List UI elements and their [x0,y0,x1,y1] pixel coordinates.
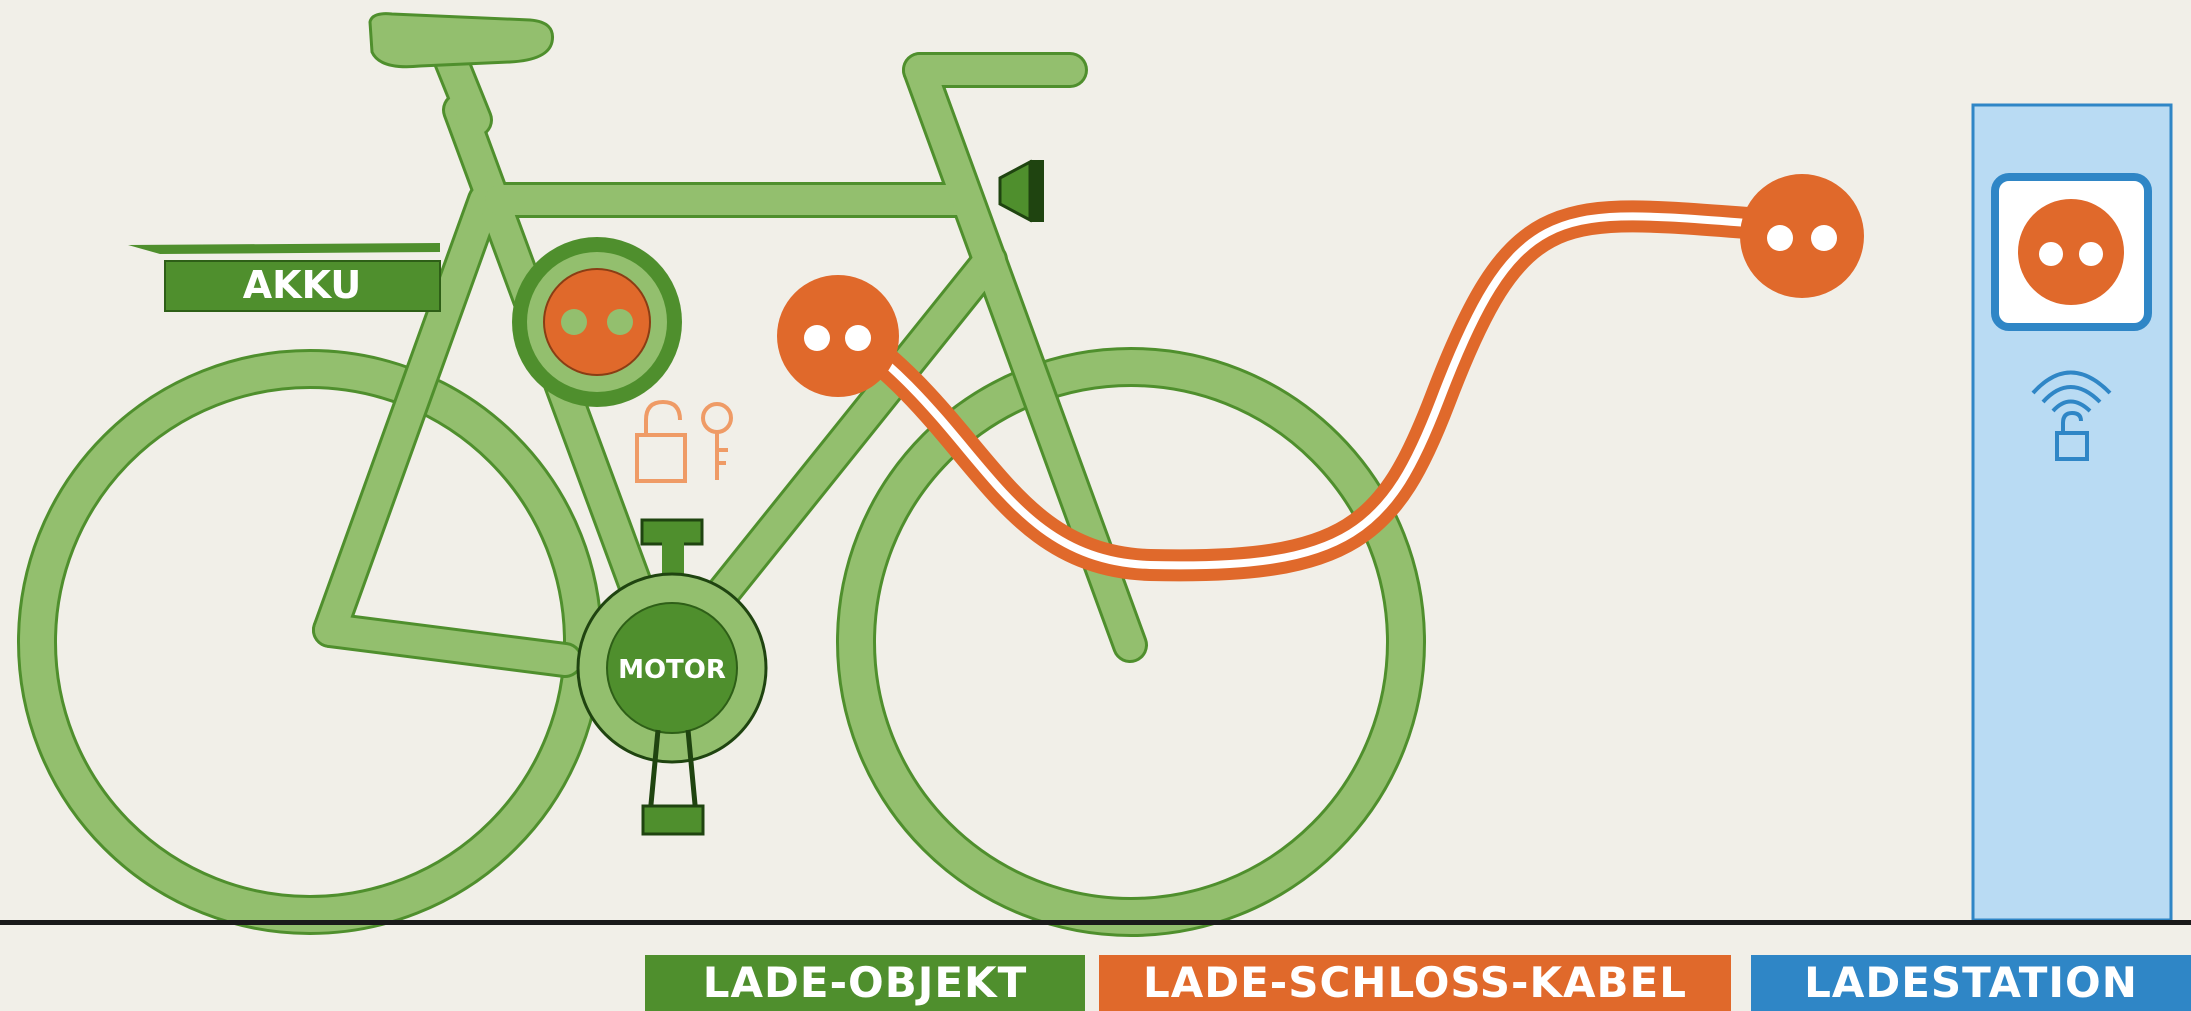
legend-lade-objekt: LADE-OBJEKT [645,955,1085,1011]
bike-frame [330,58,1130,665]
lamp-icon [1000,160,1044,222]
rear-rack [128,243,440,254]
lock-icon [637,402,685,481]
legend-lade-schloss-kabel: LADE-SCHLOSS-KABEL [1099,955,1731,1011]
ground-line [0,920,2191,925]
key-icon [703,404,731,480]
charging-station [1973,105,2171,920]
bike-socket [512,237,682,407]
battery: AKKU [165,261,440,311]
battery-label: AKKU [243,263,362,307]
saddle [370,14,553,67]
cable-plug-end [1740,174,1864,298]
legend-ladestation: LADESTATION [1751,955,2191,1011]
plug-icon [777,275,899,397]
motor-label: MOTOR [618,655,726,685]
